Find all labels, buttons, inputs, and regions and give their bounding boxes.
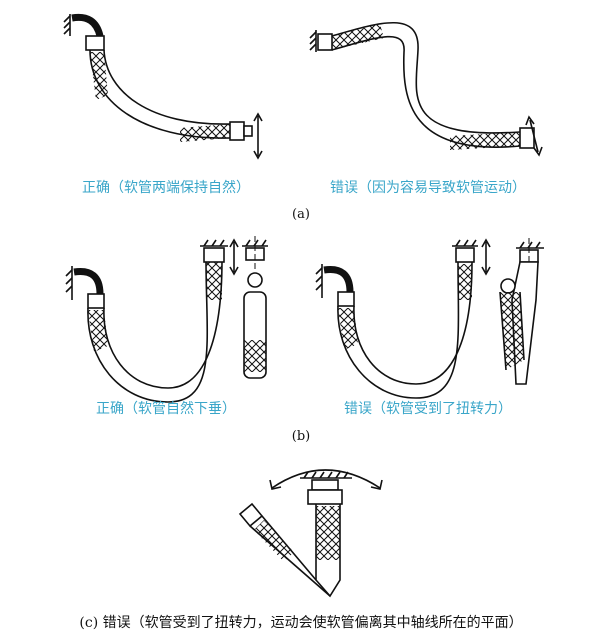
caption-b-wrong: 错误（软管受到了扭转力） (344, 401, 512, 417)
panel-a-correct-hose (63, 13, 263, 160)
caption-a-correct: 正确（软管两端保持自然） (82, 179, 250, 196)
caption-c-wrong: (c) 错误（软管受到了扭转力，运动会使软管偏离其中轴线所在的平面） (79, 614, 522, 631)
panel-b-correct-hose (65, 236, 268, 403)
wall-hatch (65, 266, 73, 300)
panel-label-b: (b) (292, 429, 310, 444)
caption-b-correct: 正确（软管自然下垂） (96, 400, 236, 417)
panel-b-wrong-hose (315, 238, 544, 399)
wall-hatch (63, 14, 71, 36)
wall-hatch (315, 264, 323, 298)
wall-hatch (309, 30, 317, 52)
caption-a-wrong: 错误（因为容易导致软管运动） (330, 179, 526, 196)
panel-label-a: (a) (292, 207, 310, 222)
panel-a-wrong-hose (309, 21, 543, 157)
panel-c-twisted-hose (238, 469, 383, 598)
